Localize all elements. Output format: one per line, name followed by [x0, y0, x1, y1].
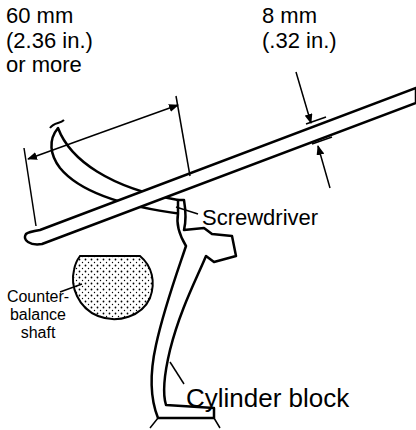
counterbalance-shaft — [73, 256, 153, 319]
part-label: Screwdriver — [202, 206, 372, 231]
leader-lines — [60, 207, 198, 384]
dimension-8mm — [296, 72, 332, 188]
dimension-label: 60 mm (2.36 in.) or more — [6, 4, 118, 78]
dimension-label: 8 mm (.32 in.) — [262, 4, 350, 53]
part-label: Counter-balance shaft — [2, 288, 74, 342]
screwdriver — [25, 88, 416, 244]
part-label: Cylinder block — [186, 384, 412, 413]
dimension-60mm — [24, 96, 190, 226]
